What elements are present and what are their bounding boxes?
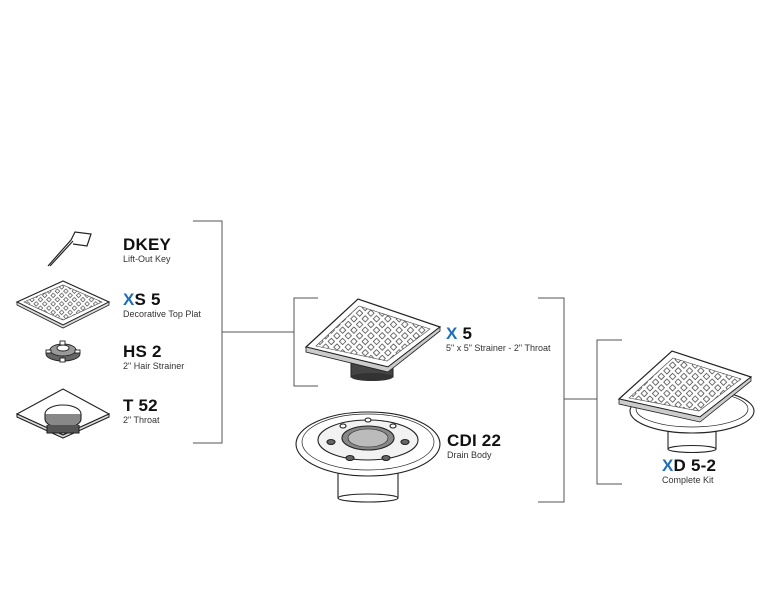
xd52-description: Complete Kit xyxy=(662,475,714,485)
cdi22-label: CDI 22 Drain Body xyxy=(447,432,501,460)
xs5-code: XS 5 xyxy=(123,290,161,309)
decorative-top-plate-icon xyxy=(15,280,111,329)
drain-body-icon xyxy=(295,411,441,503)
cdi22-code: CDI 22 xyxy=(447,431,502,450)
bracket-middle-left xyxy=(293,297,318,387)
t52-code: T 52 xyxy=(123,396,158,415)
cdi22-description: Drain Body xyxy=(447,450,492,460)
xs5-label: XS 5 Decorative Top Plat xyxy=(123,291,201,319)
complete-kit-icon xyxy=(617,350,755,454)
bracket-left xyxy=(193,220,223,444)
xd52-code: XD 5-2 xyxy=(662,456,717,475)
t52-label: T 52 2" Throat xyxy=(123,397,160,425)
dkey-description: Lift-Out Key xyxy=(123,254,171,264)
xd52-label: XD 5-2 Complete Kit xyxy=(662,457,716,485)
lift-out-key-icon xyxy=(47,231,92,267)
bracket-right xyxy=(596,339,622,485)
hair-strainer-icon xyxy=(45,340,81,363)
throat-icon xyxy=(15,388,111,439)
x5-label: X 5 5" x 5" Strainer - 2" Throat xyxy=(446,325,550,353)
dkey-label: DKEY Lift-Out Key xyxy=(123,236,171,264)
bracket-middle-right xyxy=(538,297,565,503)
hs2-code: HS 2 xyxy=(123,342,162,361)
x5-description: 5" x 5" Strainer - 2" Throat xyxy=(446,343,551,353)
hs2-description: 2" Hair Strainer xyxy=(123,361,185,371)
strainer-icon xyxy=(304,298,442,381)
x5-code: X 5 xyxy=(446,324,473,343)
t52-description: 2" Throat xyxy=(123,415,160,425)
hs2-label: HS 2 2" Hair Strainer xyxy=(123,343,184,371)
dkey-code: DKEY xyxy=(123,235,172,254)
xs5-description: Decorative Top Plat xyxy=(123,309,201,319)
